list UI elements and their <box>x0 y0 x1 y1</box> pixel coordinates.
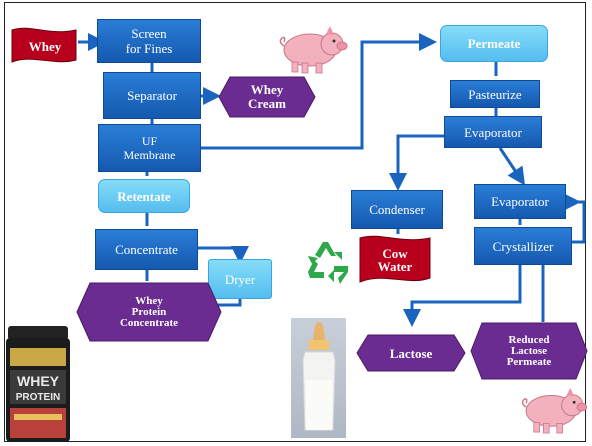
rlp-label: Reduced Lactose Permeate <box>506 333 552 368</box>
arrow-uf-permeate <box>201 33 437 150</box>
whey-protein-concentrate-product: Whey Protein Concentrate <box>76 282 222 342</box>
retentate-box: Retentate <box>98 179 190 213</box>
reduced-lactose-permeate-product: Reduced Lactose Permeate <box>470 322 588 380</box>
concentrate-box: Concentrate <box>95 229 198 270</box>
lactose-product: Lactose <box>356 334 466 372</box>
permeate-box: Permeate <box>440 25 548 62</box>
condenser-box: Condenser <box>351 190 443 229</box>
wpc-label: Whey Protein Concentrate <box>119 294 179 329</box>
whey-label: Whey <box>28 38 62 54</box>
arrow-concentrate-dryer <box>198 246 249 264</box>
arrow-evap1-condenser <box>389 134 444 191</box>
cow-water-flag: Cow Water <box>358 234 432 286</box>
whey-cream-product: Whey Cream <box>218 76 316 118</box>
cow-water-label: Cow Water <box>377 246 413 274</box>
pasteurize-box: Pasteurize <box>450 80 540 108</box>
pig-icon <box>279 26 348 74</box>
tub-brand-text: WHEY <box>17 373 60 389</box>
evaporator-1-box: Evaporator <box>444 116 542 148</box>
evaporator-2-box: Evaporator <box>474 184 566 219</box>
dryer-box: Dryer <box>208 259 272 299</box>
whey-source-flag: Whey <box>10 26 80 66</box>
uf-membrane-box: UF Membrane <box>98 124 201 172</box>
pig-icon <box>521 387 588 434</box>
tub-brand-text-2: PROTEIN <box>16 392 60 403</box>
recycle-icon <box>308 242 348 284</box>
separator-box: Separator <box>103 72 201 119</box>
screen-for-fines-box: Screen for Fines <box>97 19 201 63</box>
arrow-crystallizer-lactose <box>403 265 522 327</box>
protein-tub-image: WHEY PROTEIN <box>6 326 70 442</box>
arrow-evap1-evap2 <box>498 147 525 186</box>
baby-bottle-image <box>291 318 346 438</box>
lactose-label: Lactose <box>389 345 433 361</box>
arrow-evap-crystal-loop <box>563 193 586 244</box>
arrow-dryer-wpc <box>218 299 242 307</box>
crystallizer-box: Crystallizer <box>474 227 572 265</box>
whey-cream-label: Whey Cream <box>247 82 287 111</box>
